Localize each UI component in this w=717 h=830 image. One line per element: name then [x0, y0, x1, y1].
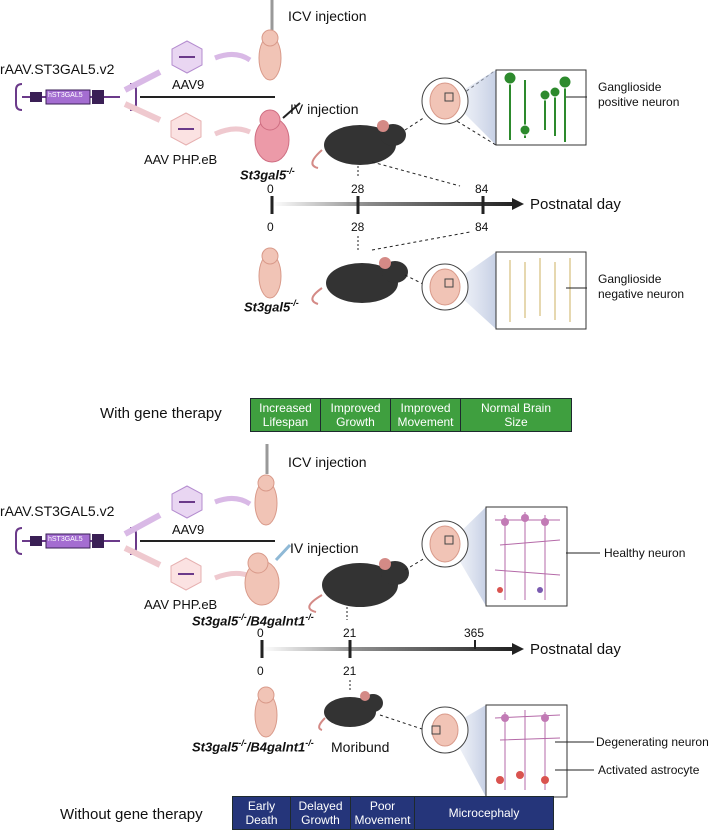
timeline-axis-bottom	[260, 640, 524, 658]
arrow-phpeb	[213, 126, 252, 137]
aav9-label: AAV9	[172, 77, 205, 92]
timeline-axis-top	[270, 196, 524, 214]
healthy-neuron-label: Healthy neuron	[604, 546, 686, 560]
construct-label: rAAV.ST3GAL5.v2	[0, 61, 115, 77]
outcome-growth: Improved Growth	[321, 399, 391, 431]
outcome-brain-size: Normal Brain Size	[461, 399, 571, 431]
degenerating-neuron-label: Degenerating neuron	[596, 735, 709, 749]
phpeb-label: AAV PHP.eB	[144, 152, 218, 167]
day-treated-84: 84	[475, 182, 489, 196]
mouse-treated-icon	[311, 120, 406, 169]
without-therapy-bar: Early Death Delayed Growth Poor Movement…	[232, 796, 554, 830]
negative-neuron-label: Ganglioside negative neuron	[598, 272, 685, 301]
outcome-poor-movement: Poor Movement	[351, 797, 415, 829]
postnatal-day-label-bottom: Postnatal day	[530, 641, 621, 658]
day-axis-bottom-21: 21	[343, 664, 357, 678]
pup-icon	[258, 29, 282, 81]
gene-label-bottom: hST3GAL5	[48, 536, 83, 543]
outcome-early-death: Early Death	[233, 797, 291, 829]
aav-phpeb-capsid-icon	[170, 112, 202, 146]
icv-injection-label-bottom: ICV injection	[288, 454, 367, 470]
mouse-moribund-icon	[318, 691, 383, 731]
gene-label: hST3GAL5	[48, 92, 83, 99]
moribund-label: Moribund	[331, 739, 390, 755]
mouse-treated-icon-bottom	[308, 558, 409, 613]
phpeb-label-bottom: AAV PHP.eB	[144, 597, 218, 612]
pup-iv-icon-bottom	[244, 552, 280, 606]
with-therapy-label: With gene therapy	[100, 405, 222, 422]
day-treated-0: 0	[267, 182, 274, 196]
arrow-aav9	[214, 52, 252, 63]
day-axis-28: 28	[351, 220, 365, 234]
day-axis-0: 0	[267, 220, 274, 234]
day-treated-bottom-0: 0	[257, 626, 264, 640]
day-treated-bottom-365: 365	[464, 626, 485, 640]
branch-arrow-up	[123, 69, 162, 93]
outcome-delayed-growth: Delayed Growth	[291, 797, 351, 829]
day-axis-bottom-0: 0	[257, 664, 264, 678]
aav9-capsid-icon	[171, 40, 203, 74]
with-therapy-bar: Increased Lifespan Improved Growth Impro…	[250, 398, 572, 432]
without-therapy-label: Without gene therapy	[60, 806, 203, 823]
aav9-capsid-icon-bottom	[171, 485, 203, 519]
genotype-untreated-label: St3gal5-/-	[244, 298, 299, 315]
iv-injection-label: IV injection	[290, 101, 359, 117]
pup-untreated-icon	[258, 247, 282, 299]
genotype-double-untreated-label: St3gal5-/-/B4galnt1-/-	[192, 738, 314, 755]
outcome-microcephaly: Microcephaly	[415, 797, 553, 829]
activated-astrocyte-label: Activated astrocyte	[598, 763, 700, 777]
day-axis-84: 84	[475, 220, 489, 234]
positive-neuron-label: Ganglioside positive neuron	[598, 80, 680, 109]
outcome-lifespan: Increased Lifespan	[251, 399, 321, 431]
postnatal-day-label-top: Postnatal day	[530, 196, 621, 213]
mouse-untreated-icon	[311, 257, 408, 305]
aav-phpeb-capsid-icon-bottom	[170, 557, 202, 591]
icv-injection-label: ICV injection	[288, 8, 367, 24]
day-treated-28: 28	[351, 182, 365, 196]
aav9-label-bottom: AAV9	[172, 522, 205, 537]
genotype-treated-label: St3gal5-/-	[240, 166, 295, 183]
construct-label-bottom: rAAV.ST3GAL5.v2	[0, 503, 115, 519]
outcome-movement: Improved Movement	[391, 399, 461, 431]
day-treated-bottom-21: 21	[343, 626, 357, 640]
genotype-double-treated-label: St3gal5-/-/B4galnt1-/-	[192, 612, 314, 629]
pup-icon-bottom	[254, 474, 278, 526]
branch-arrow-down	[123, 101, 162, 123]
pup-untreated-icon-bottom	[254, 686, 278, 738]
pup-iv-icon	[254, 109, 290, 163]
plasmid-construct-icon-bottom	[15, 527, 137, 555]
iv-injection-label-bottom: IV injection	[290, 540, 359, 556]
